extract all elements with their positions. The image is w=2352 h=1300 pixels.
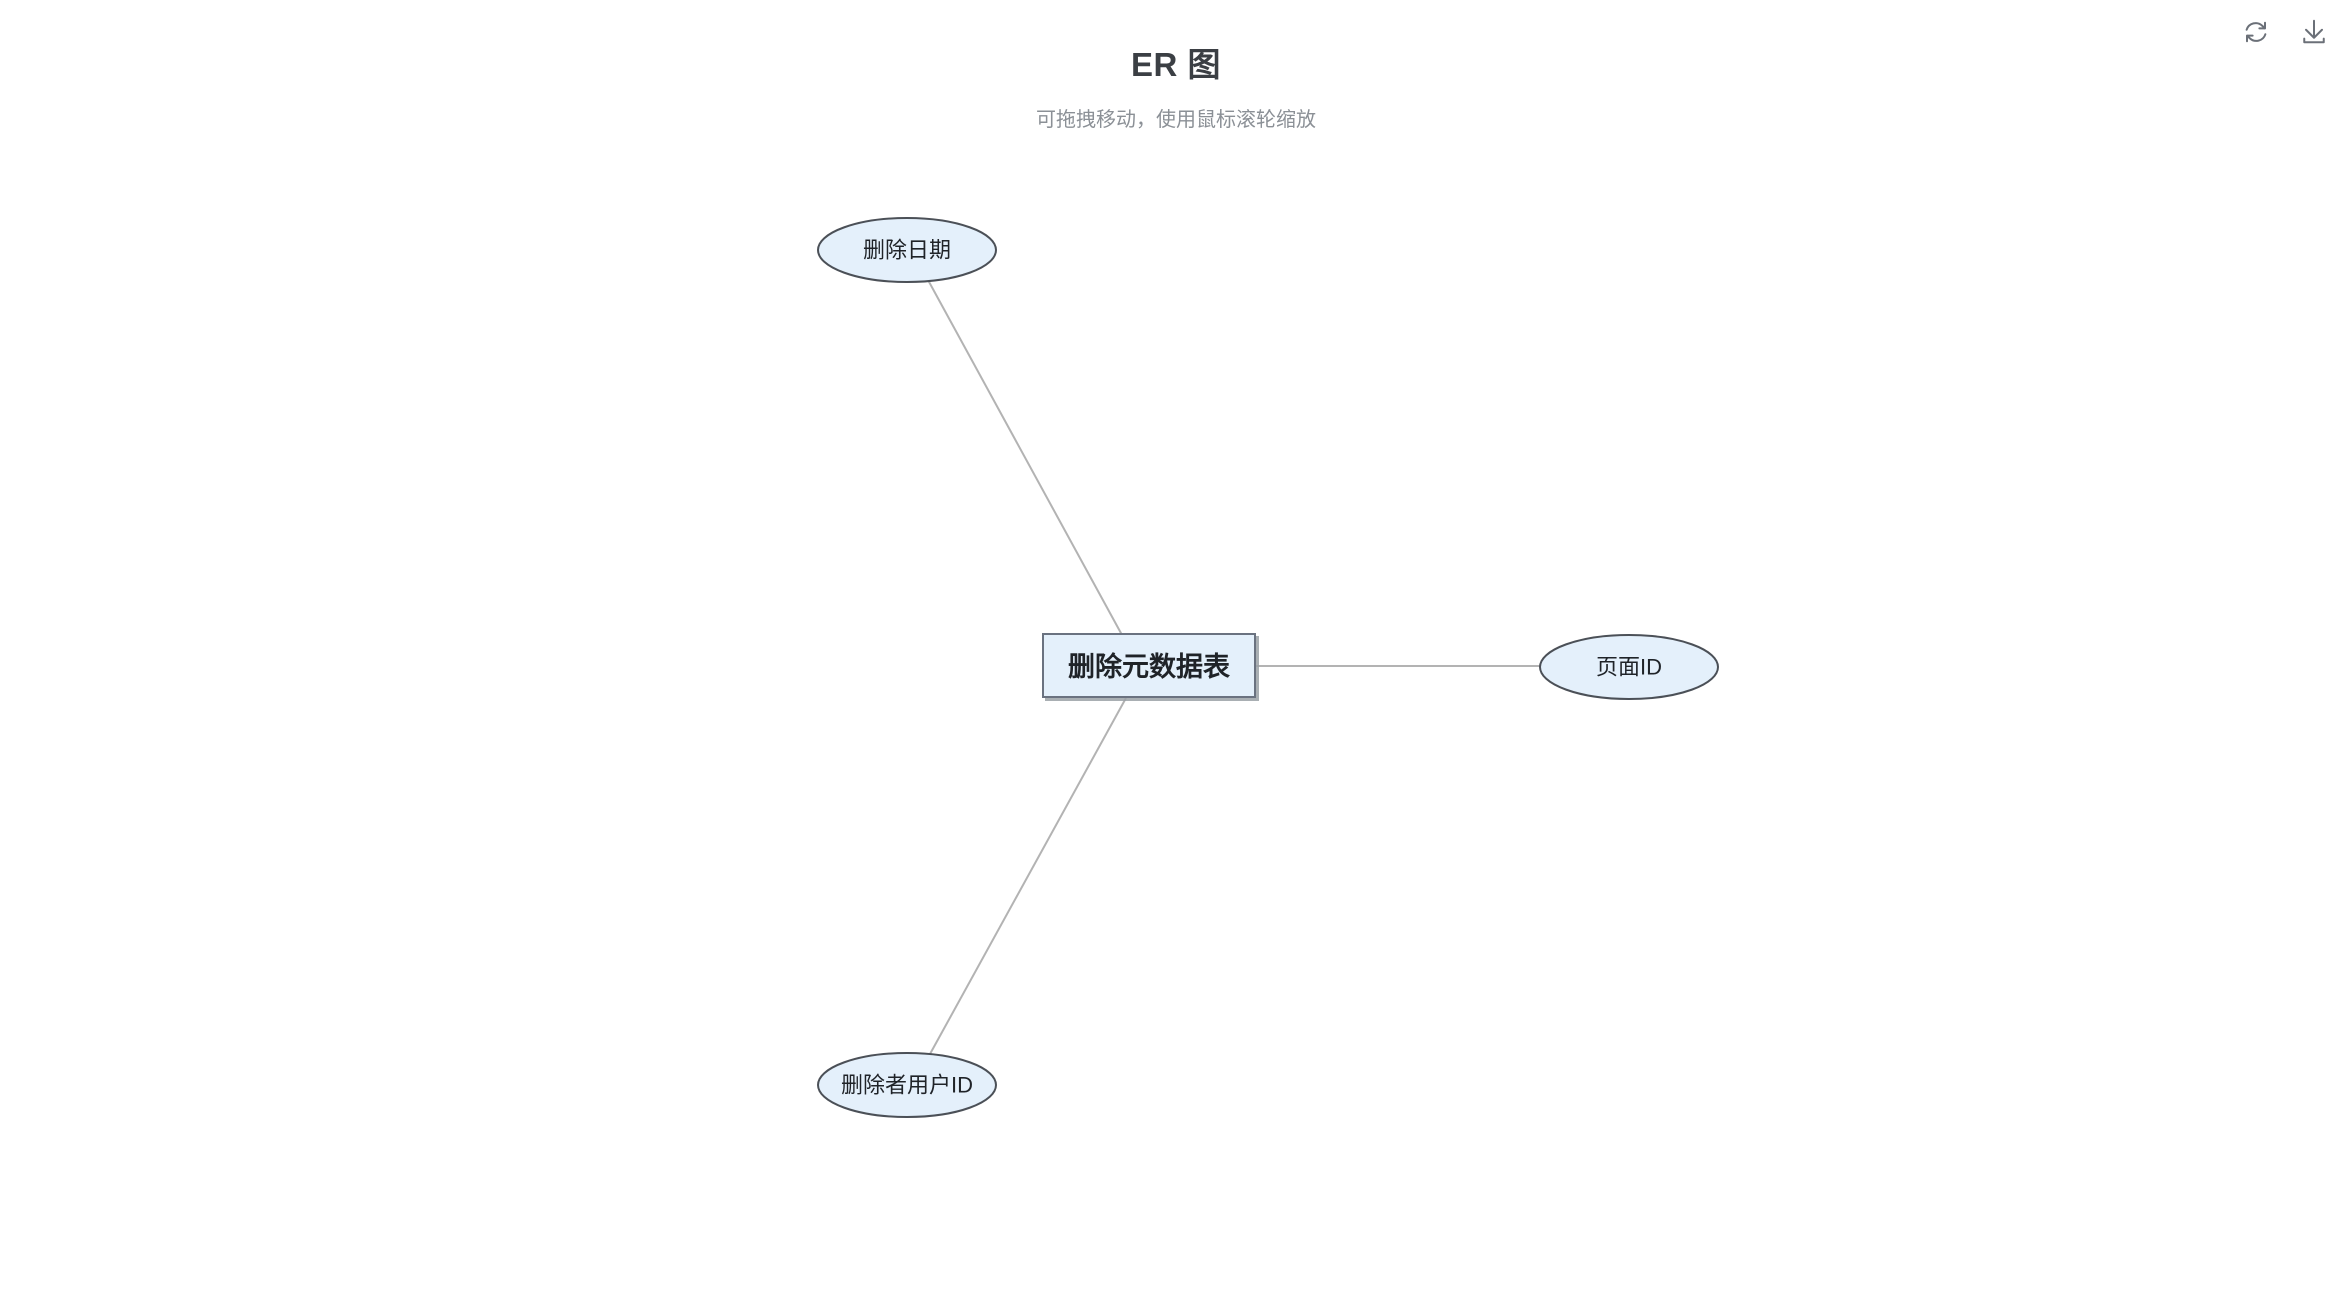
download-button[interactable] bbox=[2296, 14, 2332, 50]
attr-label-page-id: 页面ID bbox=[1596, 655, 1662, 680]
attr-label-deleter-user-id: 删除者用户ID bbox=[841, 1073, 973, 1098]
edge-deleter-user-id[interactable] bbox=[929, 697, 1127, 1055]
download-icon bbox=[2299, 17, 2329, 47]
attr-ellipse-delete-date[interactable] bbox=[817, 217, 997, 283]
edge-delete-date[interactable] bbox=[927, 279, 1123, 636]
node-attr-page-id[interactable]: 页面ID bbox=[1539, 634, 1719, 700]
node-entity-delete-metadata-table[interactable]: 删除元数据表 bbox=[1042, 633, 1256, 698]
attr-ellipse-deleter-user-id[interactable] bbox=[817, 1052, 997, 1118]
reset-view-button[interactable] bbox=[2238, 14, 2274, 50]
refresh-icon bbox=[2241, 17, 2271, 47]
node-attr-delete-date[interactable]: 删除日期 bbox=[817, 217, 997, 283]
attr-ellipse-page-id[interactable] bbox=[1539, 634, 1719, 700]
node-attr-deleter-user-id[interactable]: 删除者用户ID bbox=[817, 1052, 997, 1118]
entity-rect-delete-metadata-table[interactable] bbox=[1042, 633, 1256, 698]
attr-label-delete-date: 删除日期 bbox=[863, 238, 951, 263]
toolbar bbox=[2238, 14, 2332, 50]
diagram-edges bbox=[927, 279, 1541, 1055]
entity-label-delete-metadata-table: 删除元数据表 bbox=[1068, 651, 1230, 682]
